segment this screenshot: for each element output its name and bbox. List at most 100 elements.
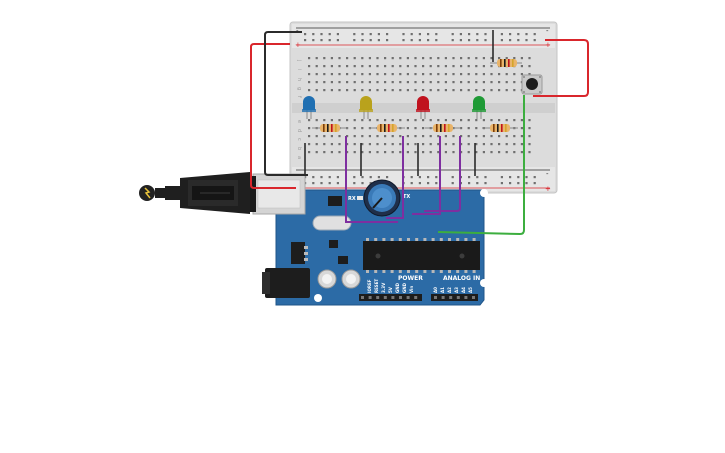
rail-hole[interactable] <box>418 33 421 36</box>
breadboard-hole[interactable] <box>361 89 364 92</box>
rail-hole[interactable] <box>451 182 454 185</box>
rail-hole[interactable] <box>328 33 331 36</box>
rail-hole[interactable] <box>484 182 487 185</box>
breadboard-hole[interactable] <box>444 57 447 60</box>
breadboard-hole[interactable] <box>528 127 531 130</box>
breadboard-hole[interactable] <box>528 119 531 122</box>
rail-hole[interactable] <box>361 182 364 185</box>
rail-hole[interactable] <box>451 176 454 179</box>
rail-hole[interactable] <box>509 33 512 36</box>
breadboard-hole[interactable] <box>467 143 470 146</box>
breadboard-hole[interactable] <box>513 151 516 154</box>
breadboard-hole[interactable] <box>528 65 531 68</box>
breadboard-hole[interactable] <box>399 65 402 68</box>
breadboard-hole[interactable] <box>490 151 493 154</box>
breadboard-hole[interactable] <box>330 89 333 92</box>
breadboard-hole[interactable] <box>406 127 409 130</box>
breadboard-hole[interactable] <box>414 151 417 154</box>
breadboard-hole[interactable] <box>308 81 311 84</box>
breadboard-hole[interactable] <box>368 73 371 76</box>
breadboard-hole[interactable] <box>490 73 493 76</box>
breadboard-hole[interactable] <box>520 143 523 146</box>
rail-hole[interactable] <box>468 39 471 42</box>
breadboard-hole[interactable] <box>513 143 516 146</box>
breadboard-hole[interactable] <box>429 65 432 68</box>
breadboard-hole[interactable] <box>528 151 531 154</box>
breadboard-hole[interactable] <box>482 73 485 76</box>
breadboard-hole[interactable] <box>361 135 364 138</box>
rail-hole[interactable] <box>361 176 364 179</box>
breadboard-hole[interactable] <box>361 127 364 130</box>
breadboard-hole[interactable] <box>414 135 417 138</box>
rail-hole[interactable] <box>468 182 471 185</box>
potentiometer[interactable] <box>363 179 401 217</box>
breadboard-hole[interactable] <box>406 89 409 92</box>
breadboard-hole[interactable] <box>406 65 409 68</box>
breadboard-hole[interactable] <box>482 81 485 84</box>
power-wire-left[interactable] <box>250 43 296 189</box>
breadboard-hole[interactable] <box>429 73 432 76</box>
rail-hole[interactable] <box>312 182 315 185</box>
rail-hole[interactable] <box>525 33 528 36</box>
breadboard-hole[interactable] <box>513 57 516 60</box>
breadboard-hole[interactable] <box>452 135 455 138</box>
rail-hole[interactable] <box>361 33 364 36</box>
breadboard-hole[interactable] <box>338 57 341 60</box>
breadboard-hole[interactable] <box>505 151 508 154</box>
breadboard-hole[interactable] <box>460 135 463 138</box>
rail-hole[interactable] <box>377 39 380 42</box>
breadboard-hole[interactable] <box>498 81 501 84</box>
rail-hole[interactable] <box>402 39 405 42</box>
breadboard-hole[interactable] <box>315 73 318 76</box>
breadboard-hole[interactable] <box>353 119 356 122</box>
breadboard-hole[interactable] <box>308 65 311 68</box>
breadboard-hole[interactable] <box>338 81 341 84</box>
breadboard-hole[interactable] <box>399 89 402 92</box>
breadboard-hole[interactable] <box>475 127 478 130</box>
breadboard-hole[interactable] <box>353 73 356 76</box>
rail-hole[interactable] <box>500 39 503 42</box>
breadboard-hole[interactable] <box>490 143 493 146</box>
rail-hole[interactable] <box>517 39 520 42</box>
header-hole[interactable] <box>383 296 387 299</box>
breadboard-hole[interactable] <box>323 89 326 92</box>
header-hole[interactable] <box>441 296 445 299</box>
breadboard-hole[interactable] <box>444 81 447 84</box>
breadboard-hole[interactable] <box>399 143 402 146</box>
breadboard-hole[interactable] <box>475 151 478 154</box>
breadboard-hole[interactable] <box>315 89 318 92</box>
breadboard-hole[interactable] <box>414 127 417 130</box>
rail-hole[interactable] <box>336 182 339 185</box>
breadboard-hole[interactable] <box>330 135 333 138</box>
rail-hole[interactable] <box>402 33 405 36</box>
breadboard-hole[interactable] <box>475 65 478 68</box>
header-hole[interactable] <box>399 296 402 299</box>
header-hole[interactable] <box>464 296 468 299</box>
breadboard-hole[interactable] <box>444 143 447 146</box>
rail-hole[interactable] <box>328 182 331 185</box>
breadboard-hole[interactable] <box>460 57 463 60</box>
breadboard-hole[interactable] <box>338 73 341 76</box>
rail-hole[interactable] <box>386 176 389 179</box>
led-red[interactable] <box>416 96 430 119</box>
breadboard-hole[interactable] <box>308 135 311 138</box>
breadboard-hole[interactable] <box>384 65 387 68</box>
rail-hole[interactable] <box>484 33 487 36</box>
breadboard-hole[interactable] <box>513 89 516 92</box>
breadboard-hole[interactable] <box>399 73 402 76</box>
breadboard-hole[interactable] <box>444 65 447 68</box>
breadboard-hole[interactable] <box>467 65 470 68</box>
breadboard-hole[interactable] <box>467 151 470 154</box>
breadboard-hole[interactable] <box>520 135 523 138</box>
breadboard-hole[interactable] <box>414 57 417 60</box>
breadboard-hole[interactable] <box>368 119 371 122</box>
rail-hole[interactable] <box>484 39 487 42</box>
rail-hole[interactable] <box>386 39 389 42</box>
signal-wire-1[interactable] <box>345 136 398 223</box>
breadboard-hole[interactable] <box>315 65 318 68</box>
breadboard-hole[interactable] <box>528 135 531 138</box>
breadboard-hole[interactable] <box>330 151 333 154</box>
breadboard-hole[interactable] <box>368 143 371 146</box>
rail-hole[interactable] <box>459 39 462 42</box>
breadboard-hole[interactable] <box>414 73 417 76</box>
